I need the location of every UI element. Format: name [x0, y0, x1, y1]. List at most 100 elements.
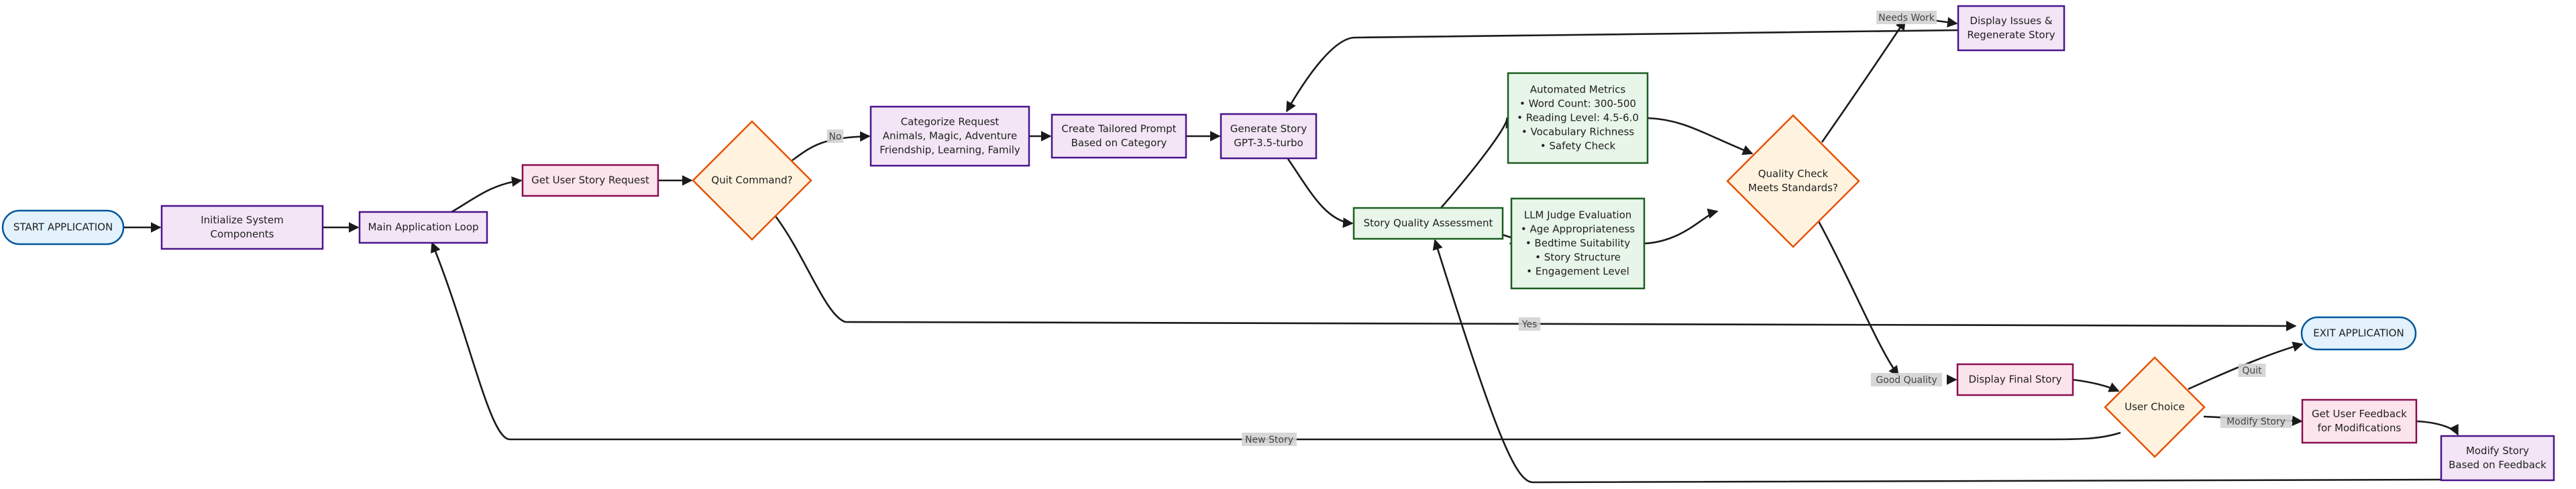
node-label-line: LLM Judge Evaluation — [1524, 209, 1632, 221]
edge-label-background — [2220, 415, 2292, 428]
edge-label-background — [826, 129, 844, 143]
node-label-line: Animals, Magic, Adventure — [883, 130, 1017, 142]
edge-label-background — [1242, 433, 1297, 446]
box-shape — [2301, 398, 2418, 444]
edge-label-text: Quit — [2242, 366, 2262, 376]
node-label-line: • Story Structure — [1535, 252, 1621, 264]
node-label-line: • Word Count: 300-500 — [1519, 98, 1636, 110]
edge-label-no: No — [826, 129, 844, 143]
box-shape — [1051, 113, 1187, 159]
edge-final-choice — [2072, 378, 2120, 392]
box-shape — [1352, 207, 1504, 240]
node-label-line: Generate Story — [1230, 123, 1307, 135]
edge-label-background — [1518, 317, 1541, 331]
node-label-line: Meets Standards? — [1748, 182, 1838, 194]
edge-label-quit: Quit — [2238, 364, 2266, 377]
node-label-line: EXIT APPLICATION — [2313, 327, 2404, 339]
node-label-line: Automated Metrics — [1530, 84, 1626, 96]
node-label-line: • Vocabulary Richness — [1521, 126, 1634, 138]
node-label-line: GPT-3.5-turbo — [1234, 137, 1303, 149]
node-label-line: Create Tailored Prompt — [1061, 123, 1176, 135]
node-label-line: Modify Story — [2466, 445, 2529, 457]
node-label-line: • Safety Check — [1540, 140, 1616, 152]
node-label-line: Categorize Request — [901, 116, 1000, 128]
edge-label-needs-work: Needs Work — [1876, 11, 1937, 24]
edge-feedback-modify — [2416, 420, 2459, 436]
edge-choice-loop — [431, 241, 2121, 441]
node-display-issues: Display Issues & Regenerate Story — [1957, 5, 2065, 52]
edge-issues-generate — [1285, 29, 1958, 113]
edge-loop-request — [451, 176, 523, 213]
edge-generate-assess — [1287, 158, 1354, 228]
edge-label-text: Needs Work — [1878, 13, 1935, 23]
node-start: START APPLICATION — [1, 209, 125, 246]
node-label-line: User Choice — [2125, 401, 2185, 413]
node-label-line: Get User Feedback — [2312, 408, 2407, 420]
edge-label-text: Modify Story — [2226, 417, 2286, 427]
node-label-line: START APPLICATION — [13, 221, 113, 233]
edge-quality-good — [1817, 221, 1900, 377]
edge-label-new-story: New Story — [1242, 433, 1297, 446]
node-label-line: Get User Story Request — [531, 174, 649, 186]
box-shape — [1507, 72, 1649, 164]
box-shape — [2440, 435, 2555, 482]
edge-llm-quality — [1644, 208, 1719, 245]
node-get-request: Get User Story Request — [521, 164, 659, 197]
box-shape — [1957, 5, 2065, 52]
node-label-line: Initialize System — [201, 214, 283, 226]
edge-assess-metrics — [1440, 117, 1515, 209]
edge-label-text: Yes — [1521, 319, 1538, 330]
node-loop: Main Application Loop — [358, 211, 488, 244]
decision-shape — [2104, 356, 2206, 458]
node-get-feedback: Get User Feedback for Modifications — [2301, 398, 2418, 444]
node-display-final: Display Final Story — [1956, 363, 2074, 396]
edge-label-background — [1876, 11, 1937, 24]
node-label-line: • Bedtime Suitability — [1525, 237, 1630, 250]
box-shape — [1510, 197, 1646, 290]
node-exit: EXIT APPLICATION — [2300, 316, 2417, 351]
edge-label-good-quality: Good Quality — [1870, 373, 1943, 386]
terminal-shape — [2300, 316, 2417, 351]
edge-label-background — [2238, 364, 2266, 377]
node-label-line: Quality Check — [1758, 168, 1829, 180]
edge-label-text: Good Quality — [1876, 375, 1937, 386]
node-label-line: Quit Command? — [711, 174, 792, 186]
edge-label-text: New Story — [1245, 435, 1293, 445]
node-label-line: Friendship, Learning, Family — [879, 144, 1020, 156]
edge-choice-exit — [2188, 341, 2304, 390]
node-label-line: • Reading Level: 4.5-6.0 — [1517, 112, 1639, 124]
edge-label-modify-story: Modify Story — [2220, 415, 2292, 428]
node-label-line: Components — [211, 228, 274, 240]
edge-quit-categorize — [792, 131, 871, 162]
edge-quality-issues — [1821, 19, 1907, 143]
node-label-line: • Engagement Level — [1526, 266, 1629, 278]
node-label-line: Based on Category — [1071, 137, 1167, 149]
node-label-line: Main Application Loop — [368, 221, 478, 233]
edge-quit-exit — [773, 215, 2297, 331]
decision-shape — [692, 120, 812, 241]
node-llm-judge: LLM Judge Evaluation • Age Appropriatenes… — [1510, 197, 1646, 290]
node-metrics: Automated Metrics • Word Count: 300-500 • … — [1507, 72, 1649, 164]
node-assessment: Story Quality Assessment — [1352, 207, 1504, 240]
edge-metrics-quality — [1647, 117, 1754, 155]
node-label-line: Regenerate Story — [1967, 29, 2055, 41]
decision-shape — [1726, 114, 1860, 248]
box-shape — [1956, 363, 2074, 396]
node-label-line: for Modifications — [2318, 422, 2402, 434]
node-label-line: Display Final Story — [1968, 374, 2061, 386]
edge-label-yes: Yes — [1518, 317, 1541, 331]
box-shape — [358, 211, 488, 244]
box-shape — [869, 105, 1030, 167]
node-label-line: Display Issues & — [1970, 15, 2052, 27]
node-label-line: • Age Appropriateness — [1521, 223, 1635, 235]
node-quit-decision: Quit Command? — [692, 120, 812, 241]
box-shape — [1220, 113, 1318, 160]
node-user-choice: User Choice — [2104, 356, 2206, 458]
edge-label-text: No — [828, 131, 841, 142]
box-shape — [521, 164, 659, 197]
